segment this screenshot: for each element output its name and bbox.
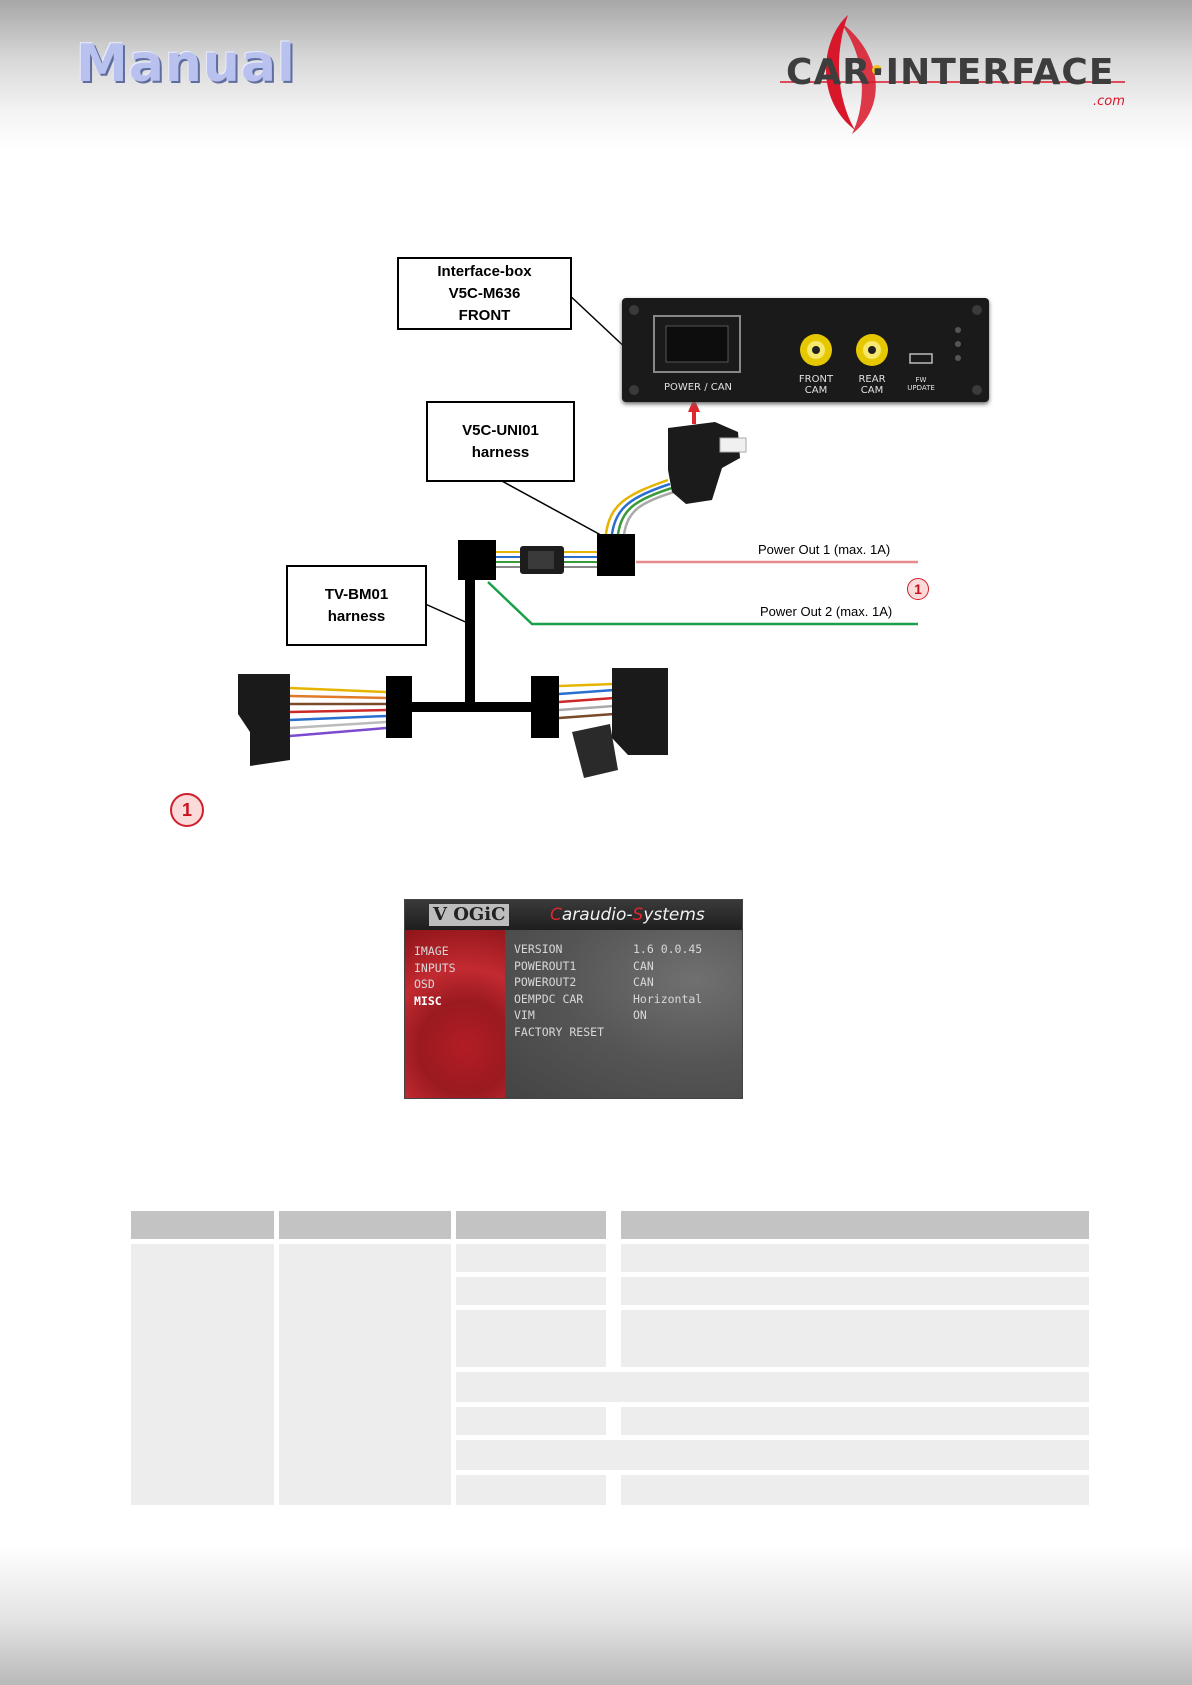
label-line: FW: [915, 376, 927, 384]
wiring-diagram: Interface-box V5C-M636 FRONT V5C-UNI01 h…: [0, 0, 1192, 800]
rear-cam-label: REAR CAM: [852, 374, 892, 396]
header-band: [0, 0, 1192, 150]
footer-band: [0, 1545, 1192, 1685]
brand-mid: araudio-: [561, 905, 633, 925]
osd-setting-powerout2[interactable]: POWEROUT2: [514, 975, 577, 989]
brand-end: ystems: [643, 905, 705, 925]
fw-update-label: FW UPDATE: [904, 376, 938, 392]
table-cell: [131, 1244, 274, 1505]
osd-settings-panel: [505, 930, 742, 1098]
table-header-cell: [279, 1211, 451, 1239]
table-cell: [456, 1440, 1089, 1470]
page-title: Manual: [76, 34, 296, 94]
label-line: UPDATE: [907, 384, 935, 392]
front-cam-label: FRONT CAM: [796, 374, 836, 396]
label-line: REAR: [858, 374, 886, 385]
brand-c: C: [550, 905, 562, 925]
osd-menu-item-inputs[interactable]: INPUTS: [414, 960, 456, 975]
table-cell: [621, 1310, 1089, 1367]
wiring-lines: [238, 291, 918, 778]
v5c-uni01-label: V5C-UNI01 harness: [426, 401, 575, 482]
label-line: harness: [471, 443, 530, 461]
table-cell: [456, 1310, 606, 1367]
power-out-2-label: Power Out 2 (max. 1A): [760, 604, 893, 619]
table-cell: [621, 1475, 1089, 1505]
power-can-label: POWER / CAN: [663, 382, 733, 393]
label-line: FRONT: [458, 306, 511, 324]
osd-menu-item-image[interactable]: IMAGE: [414, 944, 449, 958]
osd-setting-factory-reset[interactable]: FACTORY RESET: [514, 1024, 605, 1039]
interface-box-label: Interface-box V5C-M636 FRONT: [397, 257, 572, 330]
label-line: harness: [327, 607, 386, 625]
tv-bm01-label: TV-BM01 harness: [286, 565, 427, 646]
table-cell: [621, 1277, 1089, 1305]
table-cell: [456, 1372, 1089, 1402]
power-out-1-label: Power Out 1 (max. 1A): [758, 542, 891, 557]
osd-menu: IMAGE INPUTS OSD MISC: [414, 943, 456, 1009]
osd-brand: Caraudio-Systems: [550, 905, 705, 925]
table-cell: [621, 1407, 1089, 1435]
device-ports: [629, 305, 982, 395]
osd-value-version: 1.6 0.0.45: [633, 942, 703, 956]
osd-setting-powerout1[interactable]: POWEROUT1: [514, 958, 577, 973]
car-interface-logo: CAR·INTERFACE .com: [780, 10, 1135, 140]
label-line: V5C-UNI01: [462, 421, 539, 439]
osd-menu-panel: [405, 930, 505, 1098]
brand-s: S: [632, 905, 644, 925]
table-cell: [279, 1244, 451, 1505]
power-out-2-line: [487, 581, 918, 626]
osd-setting-names: VERSION POWEROUT1 POWEROUT2 OEMPDC CAR V…: [514, 941, 604, 1040]
label-line: Interface-box: [437, 262, 532, 280]
label-line: V5C-M636: [448, 284, 521, 302]
table-cell: [456, 1475, 606, 1505]
footnote-badge: 1: [170, 793, 204, 827]
osd-menu-item-misc[interactable]: MISC: [414, 993, 442, 1008]
table-header-cell: [456, 1211, 606, 1239]
label-line: CAM: [860, 385, 884, 396]
table-cell: [456, 1277, 606, 1305]
osd-value-powerout2: CAN: [633, 975, 654, 989]
table-header-cell: [131, 1211, 274, 1239]
logo-com: .com: [1093, 94, 1125, 109]
osd-setting-vim[interactable]: VIM: [514, 1008, 535, 1022]
logo-swoosh-icon: [780, 15, 1125, 134]
table-cell: [456, 1407, 606, 1435]
osd-setting-values: 1.6 0.0.45 CAN CAN Horizontal ON: [633, 941, 702, 1024]
osd-screenshot: V OGiC Caraudio-Systems IMAGE INPUTS OSD…: [404, 899, 743, 1099]
callout-badge: 1: [907, 578, 929, 600]
osd-value-vim: ON: [633, 1008, 647, 1022]
logo-wordmark: CAR·INTERFACE: [786, 52, 1115, 93]
table-cell: [621, 1244, 1089, 1272]
table-cell: [456, 1244, 606, 1272]
label-line: TV-BM01: [324, 585, 389, 603]
label-line: FRONT: [798, 374, 834, 385]
table-header-cell: [621, 1211, 1089, 1239]
osd-value-powerout1: CAN: [633, 958, 654, 973]
interface-box-device: POWER / CAN FRONT CAM REAR CAM FW UPDATE: [622, 298, 989, 402]
osd-setting-version[interactable]: VERSION: [514, 942, 563, 956]
osd-value-oempdc: Horizontal: [633, 991, 703, 1006]
osd-logo: V OGiC: [429, 904, 510, 926]
osd-menu-item-osd[interactable]: OSD: [414, 977, 435, 991]
label-line: CAM: [804, 385, 828, 396]
osd-setting-oempdc[interactable]: OEMPDC CAR: [514, 991, 584, 1006]
